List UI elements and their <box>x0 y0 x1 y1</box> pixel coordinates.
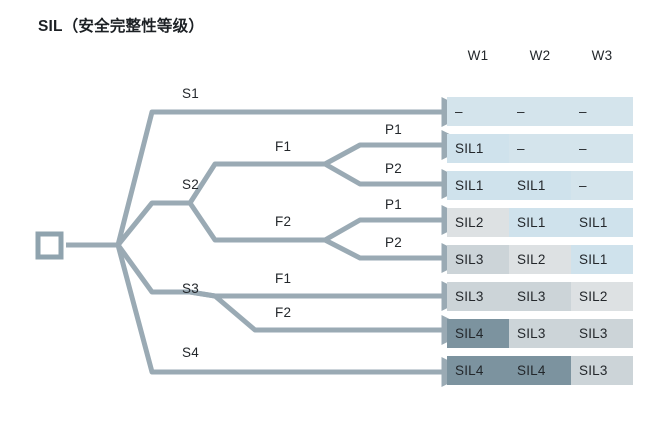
sil-cell-w2-row8: SIL4 <box>509 356 571 385</box>
node-label-s2-f2-p1: P1 <box>385 197 402 212</box>
sil-cell-w3-row2: – <box>571 134 633 163</box>
sil-cell-w1-row7: SIL4 <box>447 319 509 348</box>
node-label-s2-f1-p1: P1 <box>385 122 402 137</box>
sil-cell-w3-row3: – <box>571 171 633 200</box>
sil-cell-w1-row4: SIL2 <box>447 208 509 237</box>
sil-cell-w1-row8: SIL4 <box>447 356 509 385</box>
node-label-s2-f1: F1 <box>275 139 292 154</box>
sil-cell-w2-row2: – <box>509 134 571 163</box>
sil-cell-w1-row6: SIL3 <box>447 282 509 311</box>
branch-s2-f1 <box>187 161 325 205</box>
node-label-s2-f2: F2 <box>275 214 292 229</box>
sil-cell-w1-row5: SIL3 <box>447 245 509 274</box>
column-header-w2: W2 <box>529 48 551 63</box>
page-title: SIL（安全完整性等级） <box>38 18 205 35</box>
node-label-s1: S1 <box>182 86 199 101</box>
node-label-s3-f1: F1 <box>275 271 292 286</box>
column-header-w3: W3 <box>591 48 613 63</box>
sil-cell-w2-row4: SIL1 <box>509 208 571 237</box>
node-label-s3-f2: F2 <box>275 305 292 320</box>
node-label-s2: S2 <box>182 177 199 192</box>
square-node-icon <box>35 231 64 260</box>
sil-cell-w2-row6: SIL3 <box>509 282 571 311</box>
node-label-s3: S3 <box>182 281 199 296</box>
sil-cell-w1-row1: – <box>447 97 509 126</box>
branch-s2 <box>116 200 190 247</box>
sil-cell-w3-row6: SIL2 <box>571 282 633 311</box>
sil-cell-w3-row8: SIL3 <box>571 356 633 385</box>
sil-cell-w3-row1: – <box>571 97 633 126</box>
sil-cell-w2-row7: SIL3 <box>509 319 571 348</box>
branch-s2-f2 <box>187 201 325 243</box>
branch-s3 <box>115 243 190 295</box>
sil-cell-w3-row4: SIL1 <box>571 208 633 237</box>
node-label-s2-f1-p2: P2 <box>385 161 402 176</box>
branch-s3-f2 <box>189 289 472 345</box>
sil-cell-w1-row3: SIL1 <box>447 171 509 200</box>
sil-cell-w3-row7: SIL3 <box>571 319 633 348</box>
node-label-s4: S4 <box>182 345 199 360</box>
node-label-s2-f2-p2: P2 <box>385 235 402 250</box>
sil-cell-w2-row5: SIL2 <box>509 245 571 274</box>
sil-cell-w1-row2: SIL1 <box>447 134 509 163</box>
sil-cell-w3-row5: SIL1 <box>571 245 633 274</box>
sil-cell-w2-row1: – <box>509 97 571 126</box>
branch-s3-f1 <box>189 281 472 311</box>
sil-cell-w2-row3: SIL1 <box>509 171 571 200</box>
column-header-w1: W1 <box>467 48 489 63</box>
